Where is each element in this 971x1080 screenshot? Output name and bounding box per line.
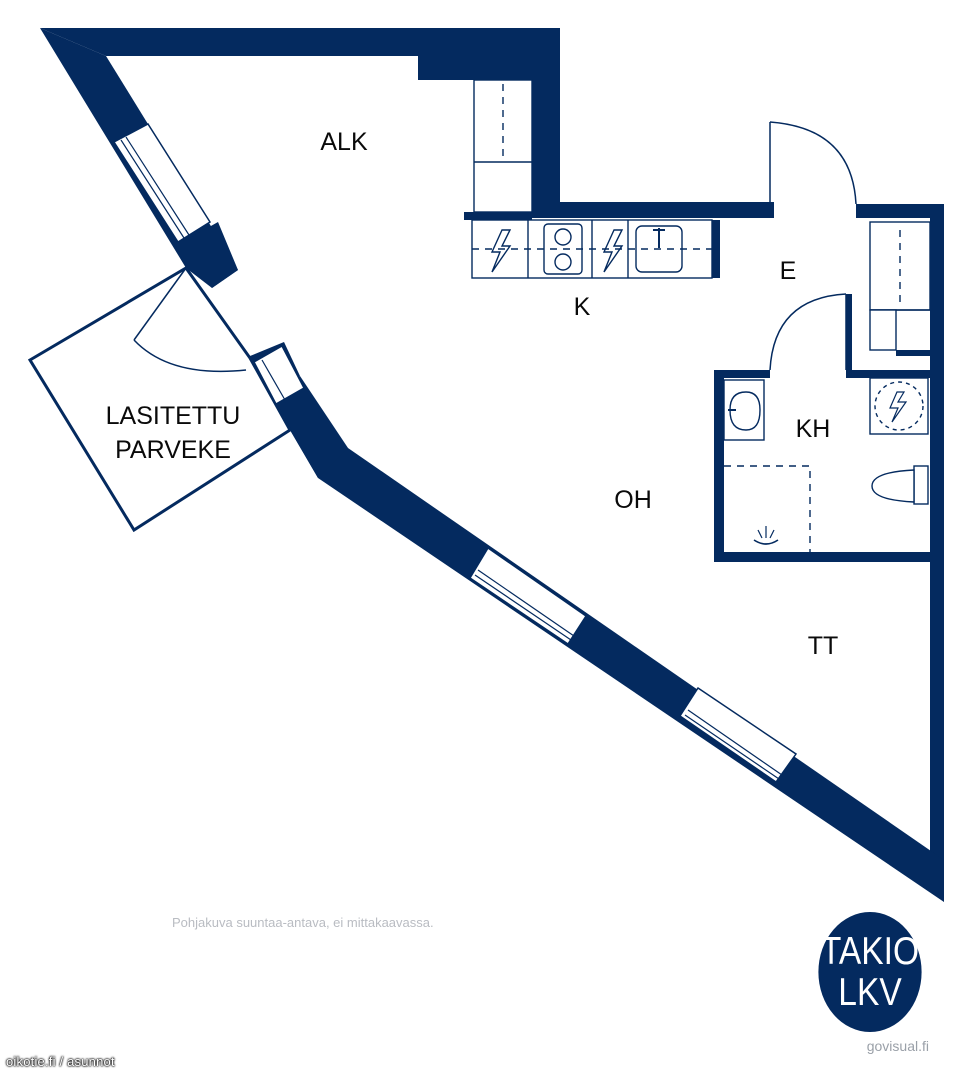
stove-icon <box>543 223 583 275</box>
window-balcony-glass <box>261 359 286 401</box>
toilet-icon <box>871 465 929 505</box>
shower-zone-dash <box>724 465 811 552</box>
wall-bath-left <box>714 370 724 562</box>
windows <box>112 123 798 784</box>
wall-bath-bottom <box>714 552 932 562</box>
label-balcony-line2: PARVEKE <box>115 436 231 464</box>
shower-icon <box>869 377 929 435</box>
window-bottom-2-glass <box>687 709 783 776</box>
wall-kitchen-ledge <box>464 212 532 220</box>
washbasin-icon <box>723 379 765 441</box>
label-alk: ALK <box>320 128 368 156</box>
balcony-door-swing <box>133 339 247 373</box>
window-balcony-door <box>253 344 305 406</box>
window-bottom-2-glass-2 <box>684 714 780 780</box>
counter-end <box>712 220 720 278</box>
logo-line1: TAKIO <box>820 930 920 973</box>
label-balcony-line1: LASITETTU <box>106 402 241 430</box>
balcony-outline <box>27 266 292 533</box>
bathroom-door-swing <box>769 293 847 371</box>
wall-bath-corridor <box>846 294 852 378</box>
wall-top <box>40 28 560 56</box>
room-labels: ALK K E KH OH TT LASITETTU PARVEKE <box>106 128 839 660</box>
window-left-glass <box>120 139 185 239</box>
wall-entrance-right <box>856 204 944 218</box>
wall-bath-top-right <box>846 370 932 378</box>
wall-balcony-jamb-top <box>186 222 238 288</box>
window-bottom-1 <box>468 546 588 646</box>
window-bottom-1-glass <box>477 569 575 637</box>
sink-icon <box>635 225 683 273</box>
window-left <box>112 123 212 244</box>
window-bottom-1-glass-2 <box>474 574 572 641</box>
window-left-glass-2 <box>125 136 190 236</box>
floor-drain-icon <box>753 526 779 545</box>
wall-step <box>418 56 560 80</box>
balcony-door-leaf <box>133 267 187 341</box>
wall-closet-bottom <box>896 350 932 356</box>
wall-right <box>930 204 944 902</box>
entrance-cabinet <box>869 309 897 351</box>
wall-step-inner <box>418 56 430 74</box>
wall-bottom-diagonal <box>290 430 944 902</box>
entrance-door-swing <box>769 121 857 205</box>
label-e: E <box>780 257 797 285</box>
wall-kitchen-top <box>532 202 774 218</box>
doors <box>133 121 857 373</box>
label-oh: OH <box>614 486 652 514</box>
electric-outlet-icon <box>490 229 512 273</box>
wall-alk-right <box>532 28 560 208</box>
wall-bath-top <box>716 370 770 378</box>
electric-outlet-icon <box>602 229 624 273</box>
govisual-credit: govisual.fi <box>866 1038 929 1054</box>
label-tt: TT <box>808 632 839 660</box>
window-bottom-2 <box>678 686 798 784</box>
label-kh: KH <box>796 415 831 443</box>
disclaimer-text: Pohjakuva suuntaa-antava, ei mittakaavas… <box>172 915 434 930</box>
source-watermark: oikotie.fi / asunnot <box>6 1054 115 1069</box>
label-k: K <box>574 293 591 321</box>
fixtures <box>471 79 931 552</box>
takio-lkv-logo: TAKIO LKV <box>818 912 922 1032</box>
logo-line2: LKV <box>838 971 902 1014</box>
wall-pillar <box>272 376 348 478</box>
